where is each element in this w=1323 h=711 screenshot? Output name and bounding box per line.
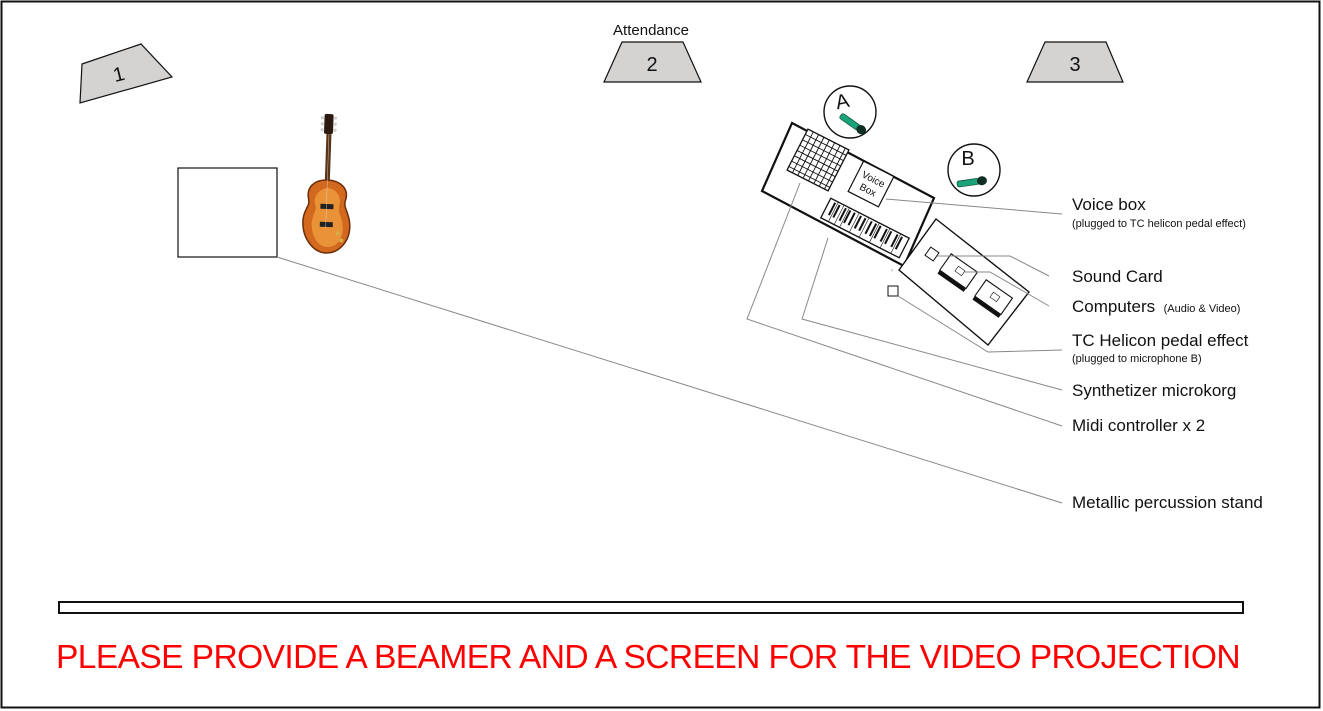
microphone-a: A <box>824 86 876 138</box>
small-arrow-mark: › <box>891 268 893 274</box>
label-midi: Midi controller x 2 <box>1072 416 1205 435</box>
tc-helicon-pedal <box>888 286 898 296</box>
projection-notice: PLEASE PROVIDE A BEAMER AND A SCREEN FOR… <box>56 638 1240 675</box>
label-percussion: Metallic percussion stand <box>1072 493 1263 512</box>
label-computers-main: Computers <box>1072 297 1155 316</box>
monitor-number-2: 2 <box>646 54 657 76</box>
label-sound-card: Sound Card <box>1072 267 1163 286</box>
label-tc-helicon-sub: (plugged to microphone B) <box>1072 353 1202 365</box>
label-computers-sub: (Audio & Video) <box>1164 303 1241 315</box>
label-tc-helicon: TC Helicon pedal effect <box>1072 331 1249 350</box>
projection-screen <box>59 602 1243 613</box>
attendance-label: Attendance <box>613 22 689 39</box>
microphone-b: B <box>948 144 1000 196</box>
monitor-number-3: 3 <box>1069 54 1080 76</box>
label-voice-box: Voice box <box>1072 195 1146 214</box>
label-voice-box-sub: (plugged to TC helicon pedal effect) <box>1072 218 1246 230</box>
label-synthetizer: Synthetizer microkorg <box>1072 381 1236 400</box>
percussion-stand <box>178 168 277 257</box>
microphone-b-letter: B <box>961 148 974 170</box>
